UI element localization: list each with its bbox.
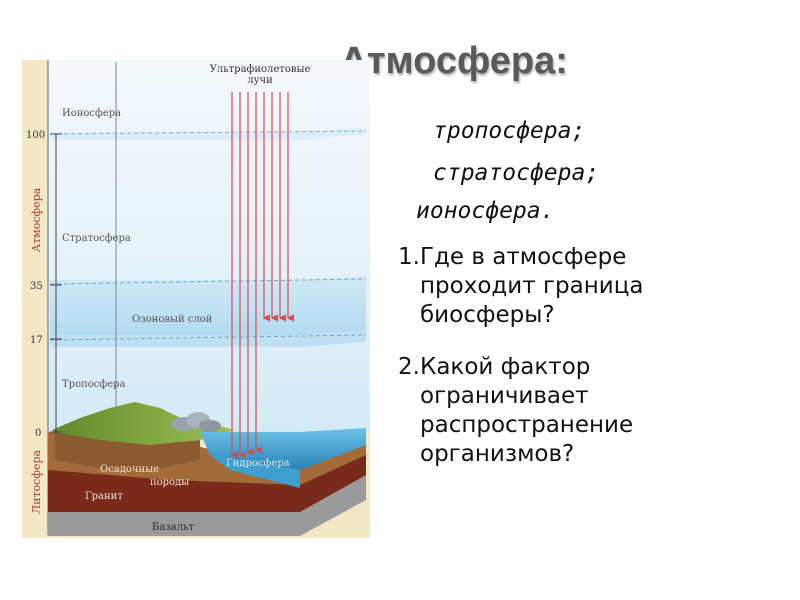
atmosphere-side-label: Атмосфера bbox=[30, 187, 43, 252]
rays-label-line-2: лучи bbox=[247, 75, 273, 86]
question-2: 2. Какой фактор ограничивает распростран… bbox=[398, 353, 698, 469]
altitude-label-0: 0 bbox=[35, 428, 41, 439]
question-1: 1. Где в атмосфере проходит граница биос… bbox=[398, 243, 698, 330]
sedimentary-label-line-1: Осадочные bbox=[100, 464, 159, 475]
stratosphere-label: Стратосфера bbox=[62, 233, 131, 244]
layer-item-ionosphere: ионосфера. bbox=[416, 198, 554, 224]
sedimentary-label-line-2: породы bbox=[150, 477, 189, 488]
ozone-layer-label: Озоновый слой bbox=[132, 314, 213, 325]
layer-item-stratosphere: стратосфера; bbox=[433, 160, 599, 186]
question-1-text: Где в атмосфере проходит граница биосфер… bbox=[398, 243, 698, 330]
question-2-number: 2. bbox=[398, 353, 420, 382]
altitude-label-35: 35 bbox=[30, 281, 43, 292]
basalt-label: Базальт bbox=[152, 522, 195, 533]
altitude-label-100: 100 bbox=[26, 130, 45, 141]
troposphere-label: Тропосфера bbox=[62, 379, 126, 390]
biosphere-layers-diagram: 100 35 17 0 Атмосфера Литосфера Ультрафи… bbox=[0, 0, 400, 560]
ionosphere-label: Ионосфера bbox=[62, 108, 121, 119]
layer-item-troposphere: тропосфера; bbox=[433, 118, 585, 144]
question-2-text: Какой фактор ограничивает распространени… bbox=[398, 353, 698, 469]
lithosphere-side-label: Литосфера bbox=[30, 450, 43, 515]
rays-label-line-1: Ультрафиолетовые bbox=[210, 64, 311, 75]
question-1-number: 1. bbox=[398, 243, 420, 272]
altitude-label-17: 17 bbox=[30, 335, 43, 346]
granite-label: Гранит bbox=[85, 491, 123, 502]
hydrosphere-label: Гидросфера bbox=[226, 458, 290, 469]
